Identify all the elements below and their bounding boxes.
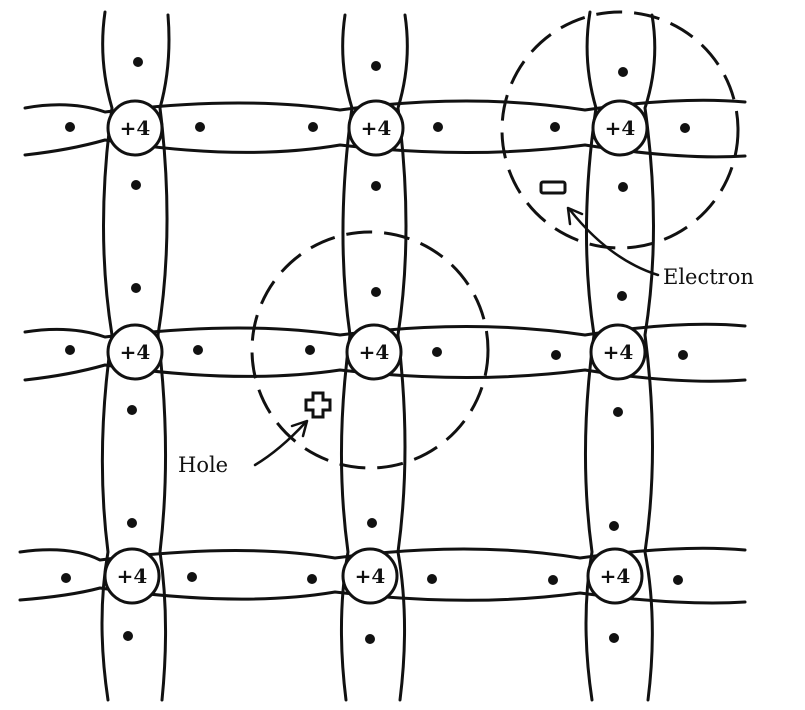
valence-dot [65,345,75,355]
valence-dot [187,572,197,582]
atom-r3c2: +4 [343,549,397,603]
valence-dot [131,283,141,293]
svg-text:+4: +4 [117,564,148,588]
valence-dot [195,122,205,132]
valence-dot [127,405,137,415]
svg-text:+4: +4 [600,564,631,588]
valence-dot [131,180,141,190]
svg-text:+4: +4 [361,116,392,140]
atom-r2c2: +4 [347,325,401,379]
valence-dot [678,350,688,360]
valence-dot [609,521,619,531]
valence-dot [613,407,623,417]
valence-dot [367,518,377,528]
valence-dot [127,518,137,528]
valence-dot [551,350,561,360]
electron-arrow [568,208,658,275]
valence-dot [123,631,133,641]
svg-text:+4: +4 [120,116,151,140]
hole-label: Hole [178,453,228,477]
hole-marker [306,393,330,417]
valence-dot [133,57,143,67]
atom-r2c1: +4 [108,325,162,379]
svg-text:+4: +4 [120,340,151,364]
valence-dot [433,122,443,132]
valence-dot [673,575,683,585]
svg-text:+4: +4 [605,116,636,140]
valence-dot [61,573,71,583]
valence-dot [371,61,381,71]
atom-r1c1: +4 [108,101,162,155]
valence-dot [680,123,690,133]
valence-dot [308,122,318,132]
valence-dot [365,634,375,644]
atom-r3c3: +4 [588,549,642,603]
valence-dot [618,182,628,192]
valence-dot [432,347,442,357]
valence-dot [427,574,437,584]
valence-dot [65,122,75,132]
valence-dot [371,181,381,191]
nuclei: +4 +4 +4 +4 +4 +4 +4 +4 [105,101,647,603]
valence-dot [305,345,315,355]
svg-text:+4: +4 [355,564,386,588]
atom-r3c1: +4 [105,549,159,603]
electron-label: Electron [663,265,754,289]
atom-r1c2: +4 [349,101,403,155]
valence-dot [307,574,317,584]
free-electron [541,182,565,193]
atom-r2c3: +4 [591,325,645,379]
valence-dot [548,575,558,585]
valence-dot [617,291,627,301]
atom-r1c3: +4 [593,101,647,155]
valence-dot [609,633,619,643]
valence-dot [193,345,203,355]
svg-text:+4: +4 [359,340,390,364]
valence-dot [550,122,560,132]
valence-dot [618,67,628,77]
valence-dot [371,287,381,297]
svg-text:+4: +4 [603,340,634,364]
